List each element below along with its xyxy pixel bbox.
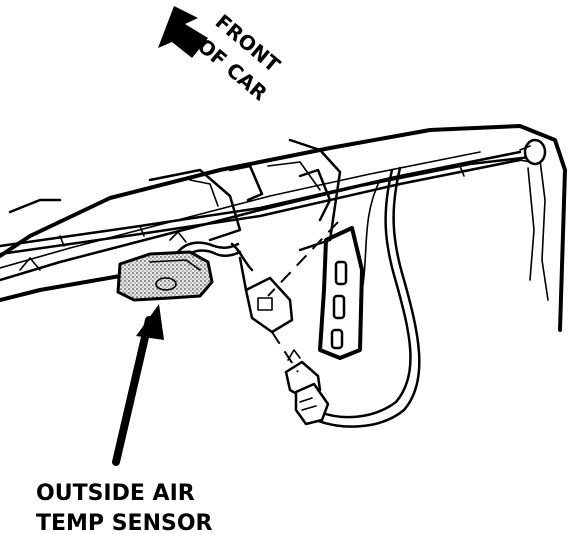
cowl-panel <box>0 124 567 332</box>
wiring-connector <box>230 242 330 426</box>
sensor-label-line1: OUTSIDE AIR <box>36 481 195 506</box>
callout-arrow-icon <box>112 304 164 466</box>
upper-rod <box>0 138 547 256</box>
outside-air-temp-sensor <box>116 250 214 302</box>
sensor-label-line2: TEMP SENSOR <box>36 511 213 534</box>
alignment-line-1 <box>267 221 339 297</box>
harness-cable <box>314 166 421 428</box>
alignment-line-2 <box>271 331 299 373</box>
front-direction-arrow-icon <box>158 6 208 58</box>
slotted-bracket <box>318 226 364 360</box>
mounting-bracket <box>148 138 342 252</box>
